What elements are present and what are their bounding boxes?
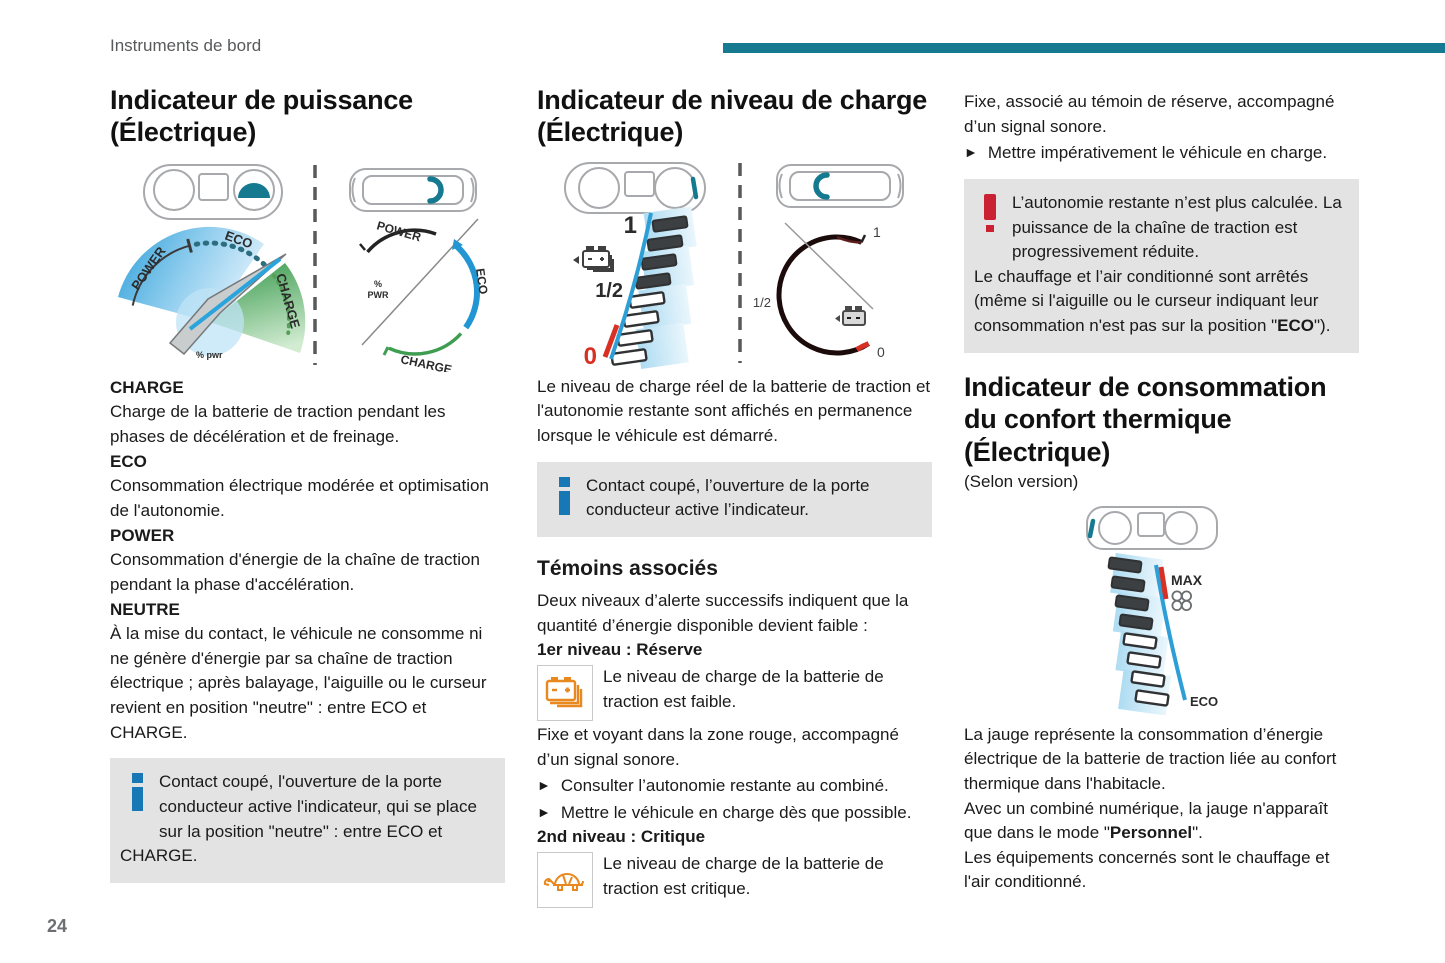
gauge-label-eco: ECO — [1190, 694, 1218, 709]
def-charge: Charge de la batterie de traction pendan… — [110, 402, 446, 447]
header-accent-bar — [723, 43, 1445, 53]
action-arrow-icon: ► — [537, 777, 551, 794]
battery-telltale-icon — [537, 664, 593, 721]
battery-icon — [835, 305, 866, 326]
telltale-row-critical: Le niveau de charge de la batterie de tr… — [537, 852, 932, 909]
info-icon — [132, 773, 143, 819]
digital-power-crescent — [427, 176, 444, 204]
action-arrow-icon: ► — [964, 144, 978, 161]
warning-box: L’autonomie restante n’est plus calculée… — [964, 178, 1359, 353]
digital-cluster-icon — [776, 163, 904, 208]
warning-text-2: Le chauffage et l’air conditionné sont a… — [974, 266, 1319, 336]
level1-title: 1er niveau : Réserve — [537, 640, 703, 660]
gauge-label-full: 1 — [873, 224, 881, 240]
level1-text: Le niveau de charge de la batterie de tr… — [603, 666, 884, 711]
power-indicator-illustration: POWER ECO CHARGE % pwr — [118, 163, 491, 372]
telltales-intro: Deux niveaux d’alerte successifs indique… — [537, 590, 909, 635]
term-charge: CHARGE — [110, 377, 184, 397]
gauge-label-full: 1 — [624, 212, 637, 239]
content-columns: Indicateur de puissance (Électrique) — [110, 84, 1359, 910]
digital-charge-gauge: 1 1/2 0 — [753, 222, 885, 360]
thermal-p3: Les équipements concernés sont le chauff… — [964, 847, 1330, 892]
gauge-label-eco: ECO — [473, 267, 490, 295]
def-power: Consommation d'énergie de la chaîne de t… — [110, 550, 480, 594]
subsection-title-telltales: Témoins associés — [537, 556, 718, 580]
section-title-power: Indicateur de puissance (Électrique) — [110, 85, 413, 148]
info-box: Contact coupé, l’ouverture de la porte c… — [537, 461, 932, 537]
def-neutre: À la mise du contact, le véhicule ne con… — [110, 624, 487, 742]
column-power-indicator: Indicateur de puissance (Électrique) — [110, 84, 505, 910]
thermal-gauge-highlight — [1087, 518, 1096, 538]
analog-charge-gauge: 1 1/2 0 — [573, 206, 697, 369]
column-thermal-indicator: Fixe, associé au témoin de réserve, acco… — [964, 84, 1359, 910]
battery-icon — [573, 245, 614, 272]
gauge-label-zero: 0 — [584, 343, 597, 369]
level1-detail: Fixe et voyant dans la zone rouge, accom… — [537, 724, 899, 769]
term-power: POWER — [110, 525, 175, 545]
def-eco: Consommation électrique modérée et optim… — [110, 476, 489, 520]
warning-text-bold: ECO — [1277, 316, 1314, 336]
action-arrow-icon: ► — [537, 803, 551, 820]
charge-gauge-highlight — [690, 176, 699, 200]
turtle-telltale-icon — [537, 852, 593, 909]
instrument-cluster-icon — [1086, 505, 1218, 550]
charge-intro: Le niveau de charge réel de la batterie … — [537, 376, 931, 446]
gauge-label-half: 1/2 — [753, 295, 771, 310]
thermal-p2: Avec un combiné numérique, la jauge n'ap… — [964, 798, 1328, 843]
digital-power-gauge: POWER ECO CHARGE % PWR — [359, 218, 491, 372]
warning-icon — [984, 193, 996, 242]
gauge-label-pct2: PWR — [368, 290, 389, 300]
action-item: ►Consulter l’autonomie restante au combi… — [537, 776, 889, 796]
charge-indicator-illustration: 1 1/2 0 — [564, 161, 904, 369]
thermal-consumption-gauge: MAX ECO — [1107, 552, 1218, 715]
term-neutre: NEUTRE — [110, 599, 180, 619]
section-title-thermal: Indicateur de consommation du confort th… — [964, 371, 1327, 467]
level2-title: 2nd niveau : Critique — [537, 827, 706, 847]
level2-text: Le niveau de charge de la batterie de tr… — [603, 854, 884, 898]
info-box-text: Contact coupé, l’ouverture de la porte c… — [586, 475, 870, 520]
info-icon — [559, 476, 570, 523]
gauge-label-zero: 0 — [877, 344, 885, 360]
analog-power-gauge: POWER ECO CHARGE % pwr — [118, 226, 306, 360]
column-charge-indicator: Indicateur de niveau de charge (Électriq… — [537, 84, 932, 910]
digital-cluster-icon — [349, 167, 477, 212]
gauge-label-pct: % pwr — [196, 350, 223, 360]
info-box: Contact coupé, l'ouverture de la porte c… — [110, 758, 505, 883]
warning-text-3: "). — [1314, 316, 1331, 336]
digital-charge-crescent — [813, 172, 830, 200]
gauge-label-half: 1/2 — [595, 280, 623, 302]
instrument-cluster-icon — [564, 161, 706, 214]
gauge-label-charge: CHARGE — [399, 352, 453, 372]
fan-icon — [1171, 590, 1192, 611]
instrument-cluster-icon — [143, 163, 283, 220]
gauge-label-pct1: % — [374, 279, 382, 289]
info-box-text: Contact coupé, l'ouverture de la porte c… — [120, 772, 477, 866]
thermal-subtitle: (Selon version) — [964, 471, 1079, 491]
action-item: ►Mettre le véhicule en charge dès que po… — [537, 802, 912, 822]
telltale-row-reserve: Le niveau de charge de la batterie de tr… — [537, 664, 932, 721]
warning-text-1: L’autonomie restante n’est plus calculée… — [1012, 192, 1342, 262]
thermal-indicator-illustration: MAX ECO — [1086, 505, 1218, 715]
section-title-charge: Indicateur de niveau de charge (Électriq… — [537, 85, 928, 148]
power-gauge-highlight — [238, 182, 270, 198]
thermal-p1: La jauge représente la consommation d’én… — [964, 724, 1337, 793]
reserve-continuation: Fixe, associé au témoin de réserve, acco… — [964, 92, 1335, 136]
term-eco: ECO — [110, 451, 147, 471]
action-item: ►Mettre impérativement le véhicule en ch… — [964, 143, 1328, 163]
gauge-label-max: MAX — [1171, 572, 1203, 588]
power-zones-definitions: CHARGE Charge de la batterie de traction… — [110, 376, 505, 746]
page-number: 24 — [47, 916, 68, 936]
page-header: Instruments de bord — [110, 36, 262, 55]
